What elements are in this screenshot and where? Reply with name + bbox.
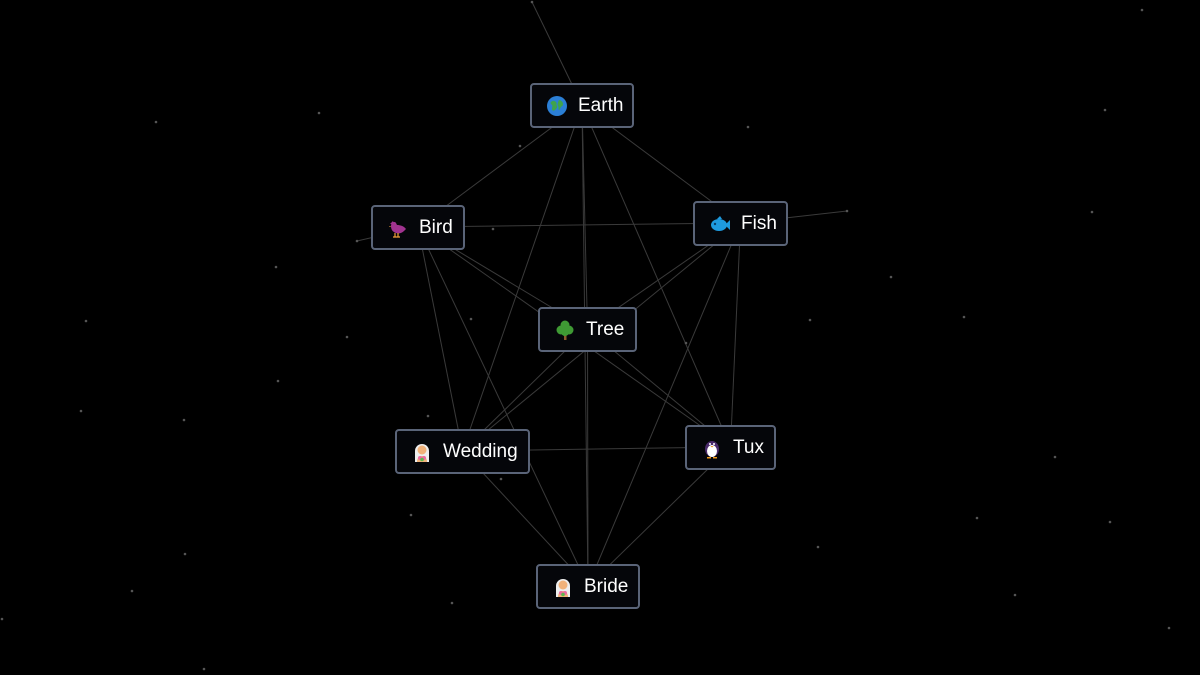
node-label: Tux [733,436,764,458]
node-bird[interactable]: Bird [371,205,465,250]
penguin-icon [701,437,723,459]
bride-icon [411,441,433,463]
node-earth[interactable]: Earth [530,83,634,128]
globe-icon [546,95,568,117]
bride-icon [552,576,574,598]
node-fish[interactable]: Fish [693,201,788,246]
node-label: Bird [419,216,453,238]
node-label: Tree [586,318,625,340]
bird-icon [387,217,409,239]
node-wedding[interactable]: Wedding [395,429,530,474]
node-label: Earth [578,94,624,116]
node-label: Wedding [443,440,518,462]
node-tux[interactable]: Tux [685,425,776,470]
fish-icon [709,213,731,235]
node-bride[interactable]: Bride [536,564,640,609]
node-label: Bride [584,575,629,597]
node-label: Fish [741,212,777,234]
node-tree[interactable]: Tree [538,307,637,352]
tree-icon [554,319,576,341]
